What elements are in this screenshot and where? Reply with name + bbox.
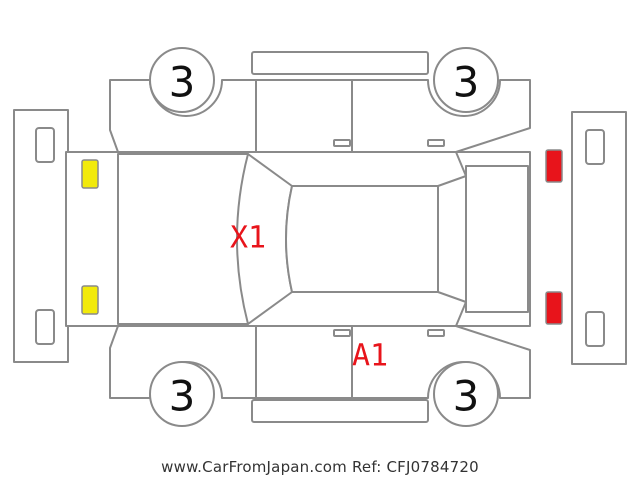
tire-rear-right-number: 3	[453, 372, 480, 421]
roof-rails	[251, 51, 429, 423]
footer-ref: Ref: CFJ0784720	[351, 458, 479, 476]
damage-code-roof: X1	[230, 221, 266, 256]
tire-front-left-number: 3	[169, 58, 196, 107]
tire-front-right-number: 3	[169, 372, 196, 421]
rear-bumper	[571, 111, 627, 365]
front-bumper	[13, 109, 69, 363]
tire-rear-right: 3	[433, 361, 499, 427]
rear-light-top	[545, 149, 563, 183]
tire-rear-left-number: 3	[453, 58, 480, 107]
tire-front-left: 3	[149, 47, 215, 113]
front-light-top	[81, 159, 99, 189]
top-view-body	[65, 151, 531, 327]
footer-reference: www.CarFromJapan.com Ref: CFJ0784720	[0, 458, 640, 476]
upper-side-panels	[109, 79, 531, 153]
tire-rear-left: 3	[433, 47, 499, 113]
tire-front-right: 3	[149, 361, 215, 427]
front-light-bottom	[81, 285, 99, 315]
rear-light-bottom	[545, 291, 563, 325]
damage-code-lower-side: A1	[352, 339, 388, 374]
footer-site: www.CarFromJapan.com	[161, 458, 347, 476]
